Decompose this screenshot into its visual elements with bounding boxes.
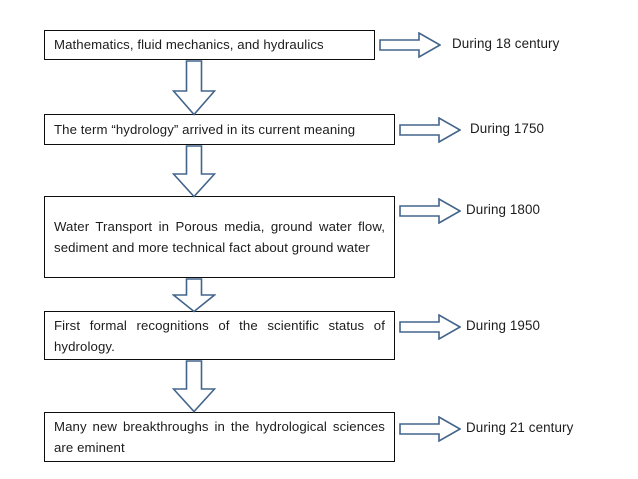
stage-box-5-label: Many new breakthroughs in the hydrologic… [54,419,385,455]
stage-box-1[interactable]: Mathematics, fluid mechanics, and hydrau… [44,30,375,60]
stage-box-2-label: The term “hydrology” arrived in its curr… [54,121,356,137]
stage-box-2[interactable]: The term “hydrology” arrived in its curr… [44,114,395,145]
period-label-4: During 1950 [466,318,541,333]
right-block-arrow-icon [379,32,441,58]
down-block-arrow-icon [172,60,216,116]
period-label-5: During 21 century [466,420,574,435]
period-label-3: During 1800 [466,202,541,217]
down-block-arrow-icon [172,360,216,413]
down-block-arrow-icon [172,278,216,313]
stage-box-4-label: First formal recognitions of the scienti… [54,317,385,354]
down-block-arrow-icon [172,145,216,198]
right-block-arrow-icon [399,416,461,442]
stage-box-3[interactable]: Water Transport in Porous media, ground … [44,196,395,278]
period-label-1: During 18 century [452,36,560,51]
right-block-arrow-icon [399,314,461,340]
period-label-2: During 1750 [470,121,545,136]
stage-box-5[interactable]: Many new breakthroughs in the hydrologic… [44,412,395,462]
right-block-arrow-icon [399,117,461,143]
right-block-arrow-icon [399,198,461,224]
stage-box-3-label: Water Transport in Porous media, ground … [54,219,385,255]
stage-box-1-label: Mathematics, fluid mechanics, and hydrau… [54,37,324,52]
stage-box-4[interactable]: First formal recognitions of the scienti… [44,311,395,360]
